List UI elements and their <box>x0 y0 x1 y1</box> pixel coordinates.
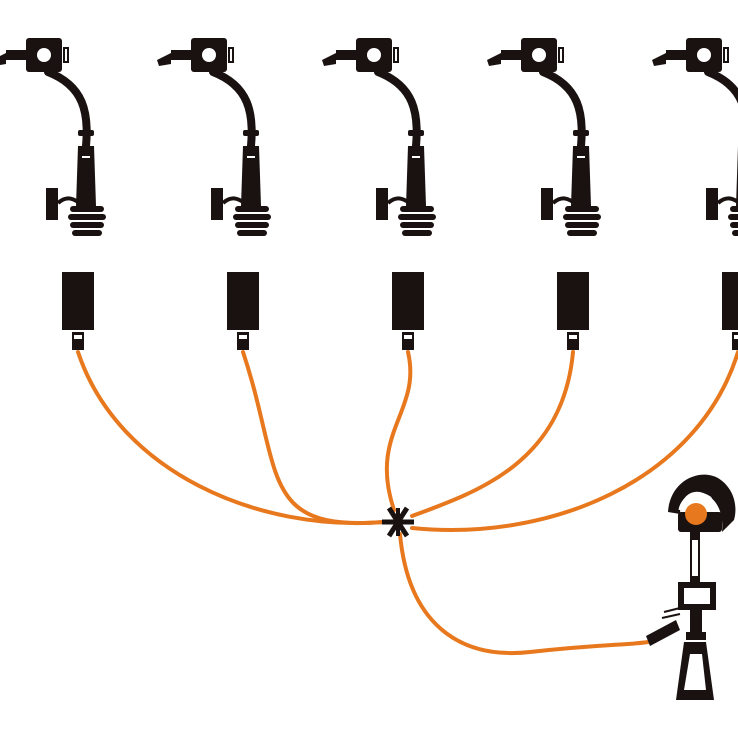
cable-connector-icon <box>62 272 94 350</box>
cables <box>76 350 738 655</box>
devices-row <box>0 38 738 236</box>
cable-source <box>398 532 650 655</box>
asterisk-splitter-icon <box>382 506 414 538</box>
cable-connector-icon <box>557 272 589 350</box>
cable-5 <box>410 350 738 532</box>
gooseneck-microphone-icon <box>322 38 436 236</box>
gooseneck-microphone-icon <box>487 38 601 236</box>
cable-2 <box>241 350 386 526</box>
cable-connector-icon <box>227 272 259 350</box>
cable-4 <box>410 350 575 518</box>
gooseneck-microphone-icon <box>157 38 271 236</box>
cable-1 <box>76 350 386 525</box>
cable-connector-icon <box>392 272 424 350</box>
cable-connector-icon <box>722 272 738 350</box>
plugs-row <box>62 272 738 350</box>
gooseneck-microphone-icon <box>0 38 106 236</box>
gooseneck-microphone-icon <box>652 38 738 236</box>
cable-3 <box>384 350 413 512</box>
gooseneck-clip-mic-icon <box>646 474 736 700</box>
